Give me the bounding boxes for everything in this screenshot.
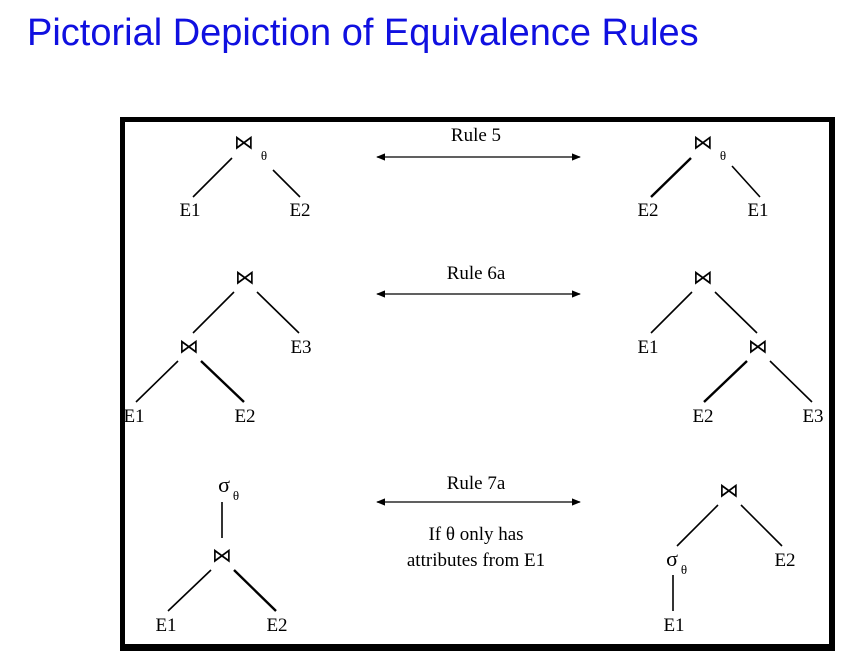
leaf-label: E3 [802, 406, 823, 427]
join-operator: ⋈ [719, 478, 739, 502]
tree-edge [272, 169, 301, 198]
theta-subscript: θ [233, 488, 239, 503]
rule-7a-arrow: Rule 7a If θ only has attributes from E1 [376, 473, 581, 571]
tree-edge [192, 157, 233, 198]
join-operator: ⋈ [235, 265, 255, 289]
leaf-label: E1 [663, 615, 684, 636]
rule-7a-left-tree: σ θ ⋈ E1 E2 [155, 472, 287, 636]
rule-5-right-tree: ⋈ θ E2 E1 [637, 130, 768, 221]
tree-edge [167, 569, 212, 612]
select-operator: σ [666, 546, 678, 571]
tree-edge [740, 504, 783, 547]
leaf-label: E1 [179, 200, 200, 221]
tree-edge [769, 360, 813, 403]
rule-label: Rule 5 [451, 125, 501, 146]
rule-6a-left-tree: ⋈ ⋈ E3 E1 E2 [123, 265, 311, 427]
theta-subscript: θ [681, 562, 687, 577]
diagram-frame [120, 117, 835, 651]
tree-edge [233, 569, 277, 612]
rule-label: Rule 7a [447, 473, 506, 494]
join-operator: ⋈ [179, 334, 199, 358]
join-operator: ⋈ [748, 334, 768, 358]
leaf-label: E2 [637, 200, 658, 221]
leaf-label: E2 [774, 550, 795, 571]
theta-subscript: θ [720, 148, 726, 163]
join-operator: ⋈ [234, 130, 254, 154]
join-operator: ⋈ [693, 265, 713, 289]
join-operator: ⋈ [212, 543, 232, 567]
tree-edge [650, 157, 692, 198]
tree-edge [676, 504, 719, 547]
leaf-label: E1 [747, 200, 768, 221]
rule-5-arrow: Rule 5 [376, 125, 581, 161]
join-operator: ⋈ [693, 130, 713, 154]
theta-subscript: θ [261, 148, 267, 163]
leaf-label: E1 [155, 615, 176, 636]
rule-7a-right-tree: ⋈ σ θ E2 E1 [663, 478, 795, 636]
leaf-label: E2 [289, 200, 310, 221]
leaf-label: E3 [290, 337, 311, 358]
leaf-label: E1 [637, 337, 658, 358]
tree-edge [714, 291, 758, 334]
tree-edge [703, 360, 748, 403]
tree-edge [135, 360, 179, 403]
tree-edge [192, 291, 235, 334]
leaf-label: E2 [266, 615, 287, 636]
leaf-label: E2 [234, 406, 255, 427]
tree-edge [650, 291, 693, 334]
rule-condition-line-1: If θ only has [428, 524, 523, 545]
leaf-label: E2 [692, 406, 713, 427]
tree-edge [731, 165, 761, 198]
rule-label: Rule 6a [447, 263, 506, 284]
leaf-label: E1 [123, 406, 144, 427]
select-operator: σ [218, 472, 230, 497]
rule-5-left-tree: ⋈ θ E1 E2 [179, 130, 310, 221]
page-title: Pictorial Depiction of Equivalence Rules [27, 12, 699, 54]
rule-6a-arrow: Rule 6a [376, 263, 581, 298]
tree-edge [200, 360, 245, 403]
rule-condition-line-2: attributes from E1 [407, 550, 545, 571]
rule-6a-right-tree: ⋈ E1 ⋈ E2 E3 [637, 265, 823, 427]
tree-edge [256, 291, 300, 334]
